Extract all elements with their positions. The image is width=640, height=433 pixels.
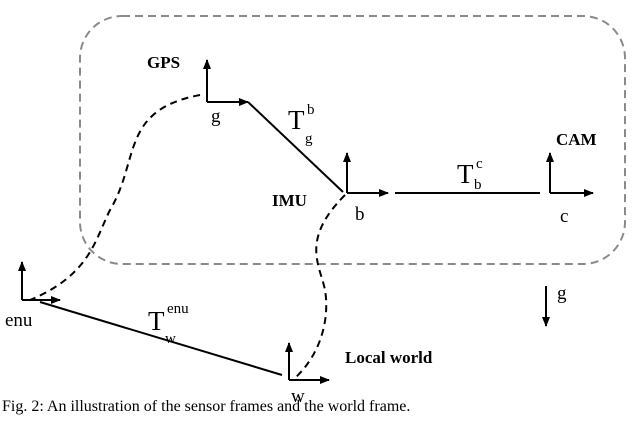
enu-axis-label: enu: [5, 310, 33, 331]
transform-w-to-enu-sup: enu: [167, 301, 189, 317]
link-gps-imu: [247, 101, 344, 193]
cam-frame-title: CAM: [556, 130, 597, 149]
transform-g-to-b-sup: b: [307, 102, 315, 118]
imu-axis-label: b: [355, 204, 365, 225]
cam-frame: [546, 152, 594, 197]
transform-b-to-c: T c b: [457, 156, 483, 193]
gravity-label: g: [557, 283, 567, 304]
gps-frame-title: GPS: [147, 53, 180, 72]
sensor-rig-boundary: [79, 15, 626, 265]
figure-caption: Fig. 2: An illustration of the sensor fr…: [2, 398, 411, 415]
gps-to-enu-trajectory: [29, 94, 201, 301]
world-axis-label: w: [291, 386, 305, 407]
transform-w-to-enu-sub: w: [165, 331, 176, 347]
world-frame-title: Local world: [345, 348, 433, 367]
world-frame: [285, 342, 330, 384]
transform-b-to-c-sub: b: [474, 177, 482, 193]
enu-frame: [18, 261, 61, 304]
imu-frame: [343, 152, 389, 197]
transform-w-to-enu: T enu w: [148, 301, 189, 347]
transform-w-to-enu-symbol: T: [148, 306, 165, 336]
link-enu-world: [39, 301, 283, 376]
imu-frame-title: IMU: [272, 191, 307, 210]
transform-g-to-b-sub: g: [305, 131, 313, 147]
transform-b-to-c-sup: c: [476, 156, 483, 172]
gps-axis-label: g: [211, 106, 221, 127]
cam-axis-label: c: [560, 206, 568, 227]
transform-g-to-b: T b g: [288, 102, 315, 147]
transform-b-to-c-symbol: T: [457, 159, 474, 189]
gps-frame: [203, 59, 249, 106]
transform-g-to-b-symbol: T: [288, 105, 305, 135]
imu-to-world-trajectory: [294, 194, 346, 379]
